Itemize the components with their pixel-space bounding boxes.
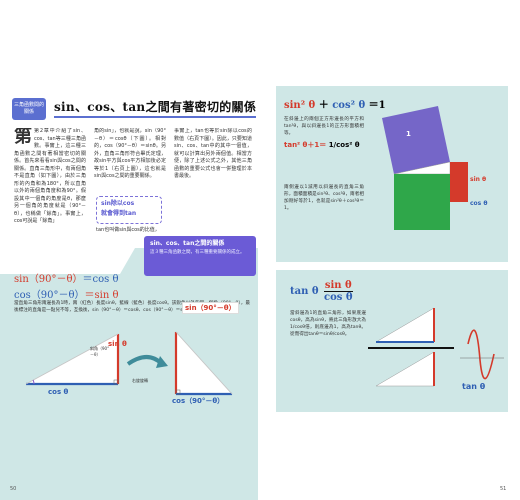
tan-curve: [467, 329, 495, 380]
large-triangle: [375, 351, 435, 387]
pythag-note: 在斜邊上的兩個正方形邊長的平方和tan²θ，與以斜邊長1的正方形面積相等。: [284, 117, 364, 136]
label-angle: 斜角（90°－θ）: [90, 346, 110, 357]
body-column-1-text: 第2章中介紹了sin、cos、tan等三種三角函數。事實上，這三種三角函數之間有…: [14, 128, 86, 224]
highlight-line-2: 就會得到tan: [101, 210, 137, 217]
hypotenuse-right: [175, 331, 233, 395]
pythag-note-2: 兩側邊以1減用以斜邊長的直角三角形，面積面積是sin²θ、cos²θ，兩者相加剛…: [284, 185, 364, 211]
highlight-box: sin除以cos 就會得到tan: [96, 196, 162, 224]
tan-fraction: sin θ cos θ: [324, 280, 353, 303]
formula-2-lhs: cos（90°－θ）: [14, 290, 85, 301]
label-cos-theta-left: cos θ: [48, 388, 69, 396]
title-underline: [54, 116, 256, 118]
hypotenuse-left: [25, 333, 119, 385]
sq-label-cos: cos θ: [470, 200, 488, 207]
body-column-1: 第 第2章中介紹了sin、cos、tan等三種三角函數。事實上，這三種三角函數之…: [14, 128, 86, 224]
pythag-cos-term: cos² θ: [332, 100, 366, 111]
body-column-3: 事實上，tan也等於sin除以cos的數值（右頁下圖）。因此，只要知道sin、c…: [174, 128, 252, 224]
section-tag: 三角函數間的關係: [12, 98, 46, 120]
formula-cos-complement: cos（90°－θ）＝sin θ: [14, 286, 118, 301]
sin-square: [450, 162, 468, 202]
tan-denominator: cos θ: [324, 292, 353, 303]
complement-explanation: 當直角三角形兩邊長為1時，兩（紅色）長度sinθ，藍線（藍色）長度cosθ。該銳…: [14, 301, 250, 313]
small-triangle: [375, 307, 435, 343]
tan-identity-rhs: 1/cos² θ: [328, 141, 360, 149]
pythag-plus: ＋: [318, 100, 329, 111]
label-sin-90: sin（90°－θ）: [182, 302, 239, 314]
sq-label-1: 1: [406, 130, 411, 138]
cos-square: [394, 174, 450, 230]
pythag-sin-term: sin² θ: [284, 100, 316, 111]
tan-lhs: tan θ: [290, 286, 319, 297]
tan-ratio-formula: tan θ sin θ cos θ: [290, 280, 353, 303]
pythag-formula: sin² θ ＋ cos² θ ＝1: [284, 96, 386, 111]
tan-label: tan θ: [462, 382, 486, 391]
section-tag-label: 三角函數間的關係: [14, 102, 45, 115]
tan-ratio-note: tan也叫做sin與cos的比值，: [96, 227, 160, 233]
formula-sin-complement: sin（90°－θ）＝cos θ: [14, 270, 118, 285]
tan-diagram: [368, 307, 504, 387]
body-column-2-text: 角的sin」，也就是說，sin（90°－θ）＝cosθ（下圖）。相對的，cos（…: [94, 128, 166, 179]
tan-note: 當斜邊為1的直角三角形，如果底邊cosθ，高為sinθ，將此三角形放大為1/co…: [290, 311, 366, 337]
pythag-squares: [382, 106, 468, 230]
drop-cap: 第: [14, 128, 32, 147]
page-number-right: 51: [500, 486, 507, 492]
rotate-arrow: [126, 355, 164, 366]
purple-tab: sin、cos、tan之間的關係 這３種三角函數之間，有三種重要關係的成立。: [144, 236, 256, 276]
formula-1-lhs: sin（90°－θ）: [14, 274, 83, 285]
pythag-equals: ＝1: [368, 100, 386, 111]
tan-numerator: sin θ: [324, 280, 353, 292]
body-column-3-text: 事實上，tan也等於sin除以cos的數值（右頁下圖）。因此，只要知道sin、c…: [174, 128, 252, 179]
highlight-line-1: sin除以cos: [101, 200, 135, 207]
page-title: sin、cos、tan之間有著密切的關係: [54, 100, 257, 114]
tan-identity-lhs: tan² θ＋1＝: [284, 141, 327, 149]
tan-identity: tan² θ＋1＝ 1/cos² θ: [284, 140, 360, 150]
page-number-left: 50: [10, 486, 17, 492]
sq-label-sin: sin θ: [470, 176, 487, 183]
formula-1-rhs: ＝cos θ: [82, 274, 119, 285]
label-rotate: 右旋旋轉: [132, 378, 148, 383]
body-column-2: 角的sin」，也就是說，sin（90°－θ）＝cosθ（下圖）。相對的，cos（…: [94, 128, 166, 192]
hypotenuse-square: [382, 106, 450, 174]
label-cos-90: cos（90°－θ）: [172, 397, 225, 405]
formula-2-rhs: ＝sin θ: [84, 290, 119, 301]
complement-diagram: [25, 331, 233, 396]
label-sin-theta-left: sin θ: [108, 340, 127, 348]
purple-tab-subtitle: 這３種三角函數之間，有三種重要關係的成立。: [150, 250, 245, 255]
purple-tab-title: sin、cos、tan之間的關係: [150, 240, 225, 247]
